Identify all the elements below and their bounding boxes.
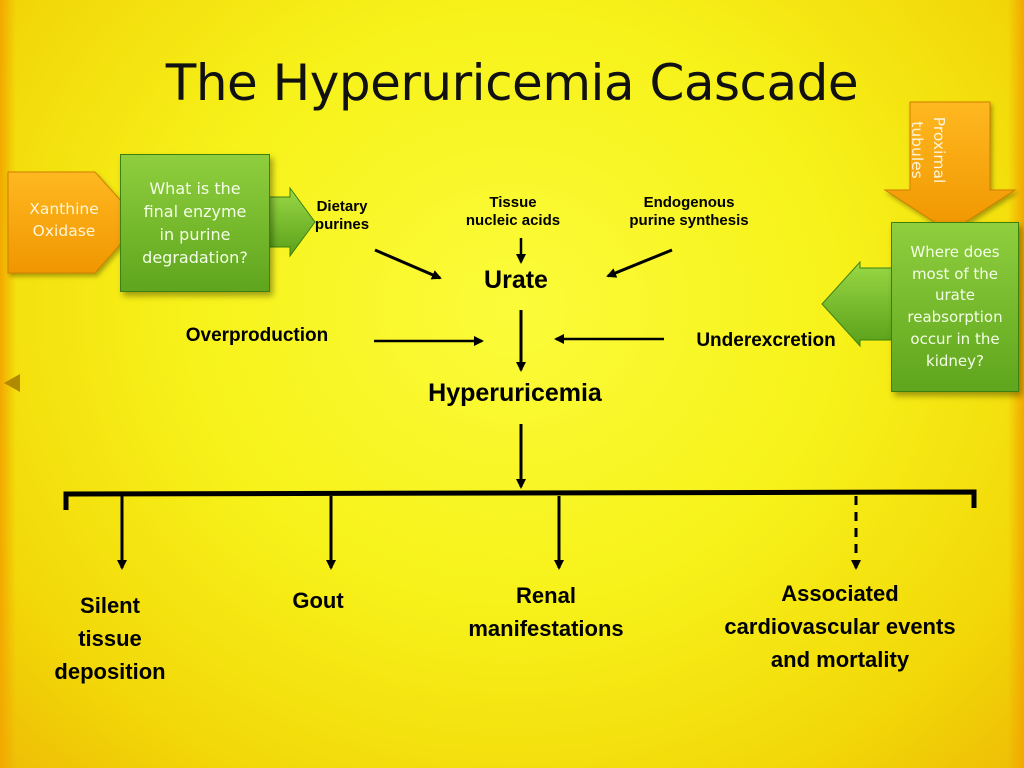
xanthine-arrow-shape (7, 171, 141, 274)
overproduction-label: Overproduction (185, 325, 329, 346)
proximal-arrow-shape (883, 101, 1017, 233)
endogenous-purine-synthesis-label: Endogenous purine synthesis (629, 194, 749, 229)
silent-tissue-deposition-label: Silent tissue deposition (54, 593, 166, 684)
renal-manifestations-label: Renal manifestations (468, 583, 624, 641)
cardiovascular-events-label: Associated cardiovascular events and mor… (724, 581, 956, 672)
previous-slide-icon[interactable] (4, 374, 20, 392)
right-green-arrow-shape (821, 260, 894, 348)
left-green-arrow-shape (267, 186, 316, 258)
dietary-purines-label: Dietary purines (314, 198, 370, 233)
reabsorption-question-box[interactable]: Where does most of the urate reabsorptio… (891, 222, 1019, 392)
hyperuricemia-label: Hyperuricemia (428, 379, 602, 407)
tissue-nucleic-acids-label: Tissue nucleic acids (465, 194, 561, 229)
xanthine-oxidase-answer[interactable]: Xanthine Oxidase (29, 200, 99, 241)
gout-label: Gout (292, 588, 344, 613)
slide-title: The Hyperuricemia Cascade (165, 54, 859, 112)
enzyme-question-box[interactable]: What is the final enzyme in purine degra… (120, 154, 270, 292)
proximal-tubules-answer[interactable]: Proximal tubules (907, 116, 948, 184)
urate-label: Urate (484, 266, 548, 294)
underexcretion-label: Underexcretion (696, 330, 836, 351)
